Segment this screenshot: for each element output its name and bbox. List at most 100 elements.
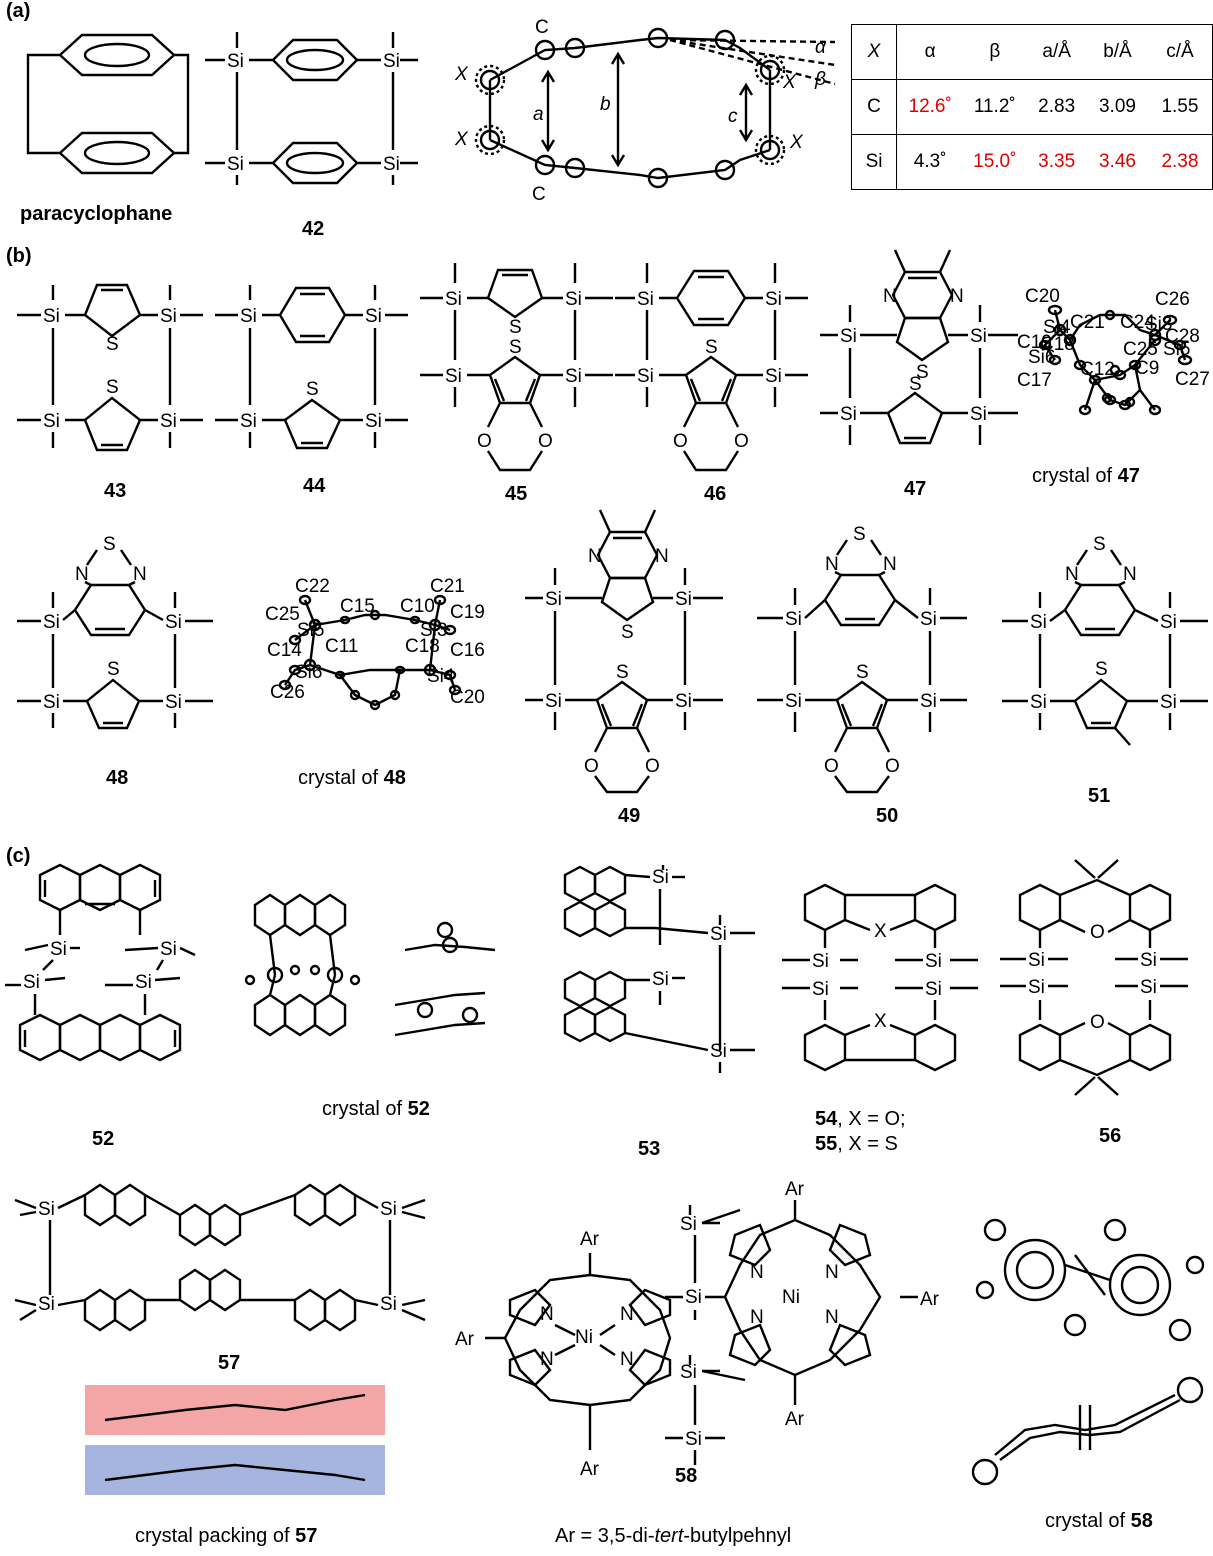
svg-text:Si: Si	[1028, 977, 1045, 998]
svg-text:Si: Si	[637, 289, 654, 310]
svg-text:Ar: Ar	[785, 1409, 805, 1430]
svg-text:Si: Si	[135, 972, 152, 993]
table-row: Si 4.3˚ 15.0˚ 3.35 3.46 2.38	[850, 134, 1213, 190]
svg-text:C18: C18	[1040, 334, 1075, 355]
svg-text:C21: C21	[1070, 312, 1105, 333]
compound-57-label: 57	[218, 1352, 241, 1374]
table-header: α	[896, 24, 964, 80]
compound-49-label: 49	[618, 805, 641, 827]
svg-text:Si: Si	[680, 1214, 697, 1235]
svg-text:Si: Si	[637, 366, 654, 387]
svg-text:Si: Si	[675, 589, 692, 610]
svg-text:Si6: Si6	[1028, 347, 1055, 368]
geometry-table: X α β a/Å b/Å c/Å C 12.6˚ 11.2˚ 2.83 3.0…	[850, 24, 1213, 190]
svg-text:Si: Si	[160, 411, 177, 432]
svg-text:N: N	[825, 554, 839, 575]
svg-text:Si: Si	[970, 326, 987, 347]
table-header: a/Å	[1026, 24, 1088, 80]
svg-text:Si: Si	[38, 1294, 55, 1315]
svg-text:Si: Si	[365, 306, 382, 327]
svg-text:S: S	[909, 374, 922, 395]
svg-text:Si: Si	[1028, 950, 1045, 971]
svg-text:X: X	[874, 921, 887, 942]
compound-50-label: 50	[876, 805, 899, 827]
x-label-3: X	[782, 72, 797, 93]
svg-text:C15: C15	[340, 596, 375, 617]
svg-text:Si: Si	[840, 326, 857, 347]
svg-text:O: O	[1090, 1012, 1105, 1033]
svg-text:Si6: Si6	[295, 662, 322, 683]
svg-text:N: N	[1123, 564, 1137, 585]
svg-text:C14: C14	[267, 640, 302, 661]
svg-text:Ar: Ar	[455, 1329, 475, 1350]
table-cell: 2.83	[1026, 79, 1088, 135]
cyclophane-3d-model: C C a b c X X X X α β	[454, 17, 836, 205]
svg-text:Si: Si	[920, 609, 937, 630]
svg-text:Si: Si	[165, 612, 182, 633]
svg-text:Si: Si	[43, 692, 60, 713]
svg-text:S: S	[916, 362, 929, 383]
svg-text:Si: Si	[925, 951, 942, 972]
svg-text:C22: C22	[295, 576, 330, 597]
svg-text:Si: Si	[227, 154, 244, 175]
svg-text:Si: Si	[445, 289, 462, 310]
svg-text:Si: Si	[765, 366, 782, 387]
table-cell: 1.55	[1147, 79, 1213, 135]
compound-46-label: 46	[704, 483, 727, 505]
svg-text:Si: Si	[545, 691, 562, 712]
compound-54-caption: 54, X = O;	[815, 1108, 906, 1130]
svg-text:C28: C28	[1165, 326, 1200, 347]
svg-text:C21: C21	[430, 576, 465, 597]
svg-text:Ar: Ar	[580, 1459, 600, 1480]
panel-label-c: (c)	[6, 845, 31, 867]
compound-52-label: 52	[92, 1128, 115, 1150]
svg-text:Si: Si	[43, 306, 60, 327]
paracyclophane-structure	[26, 33, 190, 175]
table-header-row: X α β a/Å b/Å c/Å	[850, 24, 1213, 80]
svg-text:Si: Si	[785, 609, 802, 630]
svg-text:C20: C20	[1025, 286, 1060, 307]
svg-text:N: N	[540, 1349, 554, 1370]
svg-text:Si: Si	[1160, 612, 1177, 633]
svg-text:S: S	[616, 662, 629, 683]
compound-55-caption: 55, X = S	[815, 1133, 898, 1155]
svg-text:O: O	[885, 756, 900, 777]
svg-text:O: O	[477, 431, 492, 452]
svg-text:O: O	[734, 431, 749, 452]
svg-text:N: N	[588, 546, 602, 567]
svg-text:C27: C27	[1175, 369, 1210, 390]
svg-text:O: O	[538, 431, 553, 452]
svg-text:S: S	[853, 524, 866, 545]
svg-text:X: X	[874, 1011, 887, 1032]
svg-text:Si: Si	[545, 589, 562, 610]
svg-text:Si: Si	[380, 1294, 397, 1315]
table-cell: 4.3˚	[896, 134, 964, 190]
distance-label-a: a	[533, 104, 544, 125]
svg-text:Si4: Si4	[427, 666, 455, 687]
svg-text:N: N	[75, 564, 89, 585]
ar-definition: Ar = 3,5-di-tert-butylpehnyl	[555, 1525, 792, 1547]
x-label-1: X	[454, 64, 469, 85]
svg-text:N: N	[883, 554, 897, 575]
atom-label-c-top: C	[535, 17, 549, 38]
panel-label-b: (b)	[6, 245, 32, 267]
compound-53-structure: Si Si Si Si	[563, 865, 755, 1073]
svg-text:S: S	[106, 334, 119, 355]
svg-text:Si: Si	[1160, 692, 1177, 713]
svg-text:Si: Si	[710, 1041, 727, 1062]
svg-text:N: N	[750, 1262, 764, 1283]
table-cell: 3.35	[1026, 134, 1088, 190]
svg-text:Si: Si	[812, 951, 829, 972]
svg-text:Ni: Ni	[782, 1287, 800, 1308]
crystal-52-caption: crystal of 52	[322, 1098, 430, 1120]
svg-text:C20: C20	[450, 687, 485, 708]
svg-text:Si: Si	[812, 979, 829, 1000]
table-cell: Si	[850, 134, 898, 190]
compound-47-label: 47	[904, 478, 927, 500]
svg-text:Si: Si	[565, 289, 582, 310]
